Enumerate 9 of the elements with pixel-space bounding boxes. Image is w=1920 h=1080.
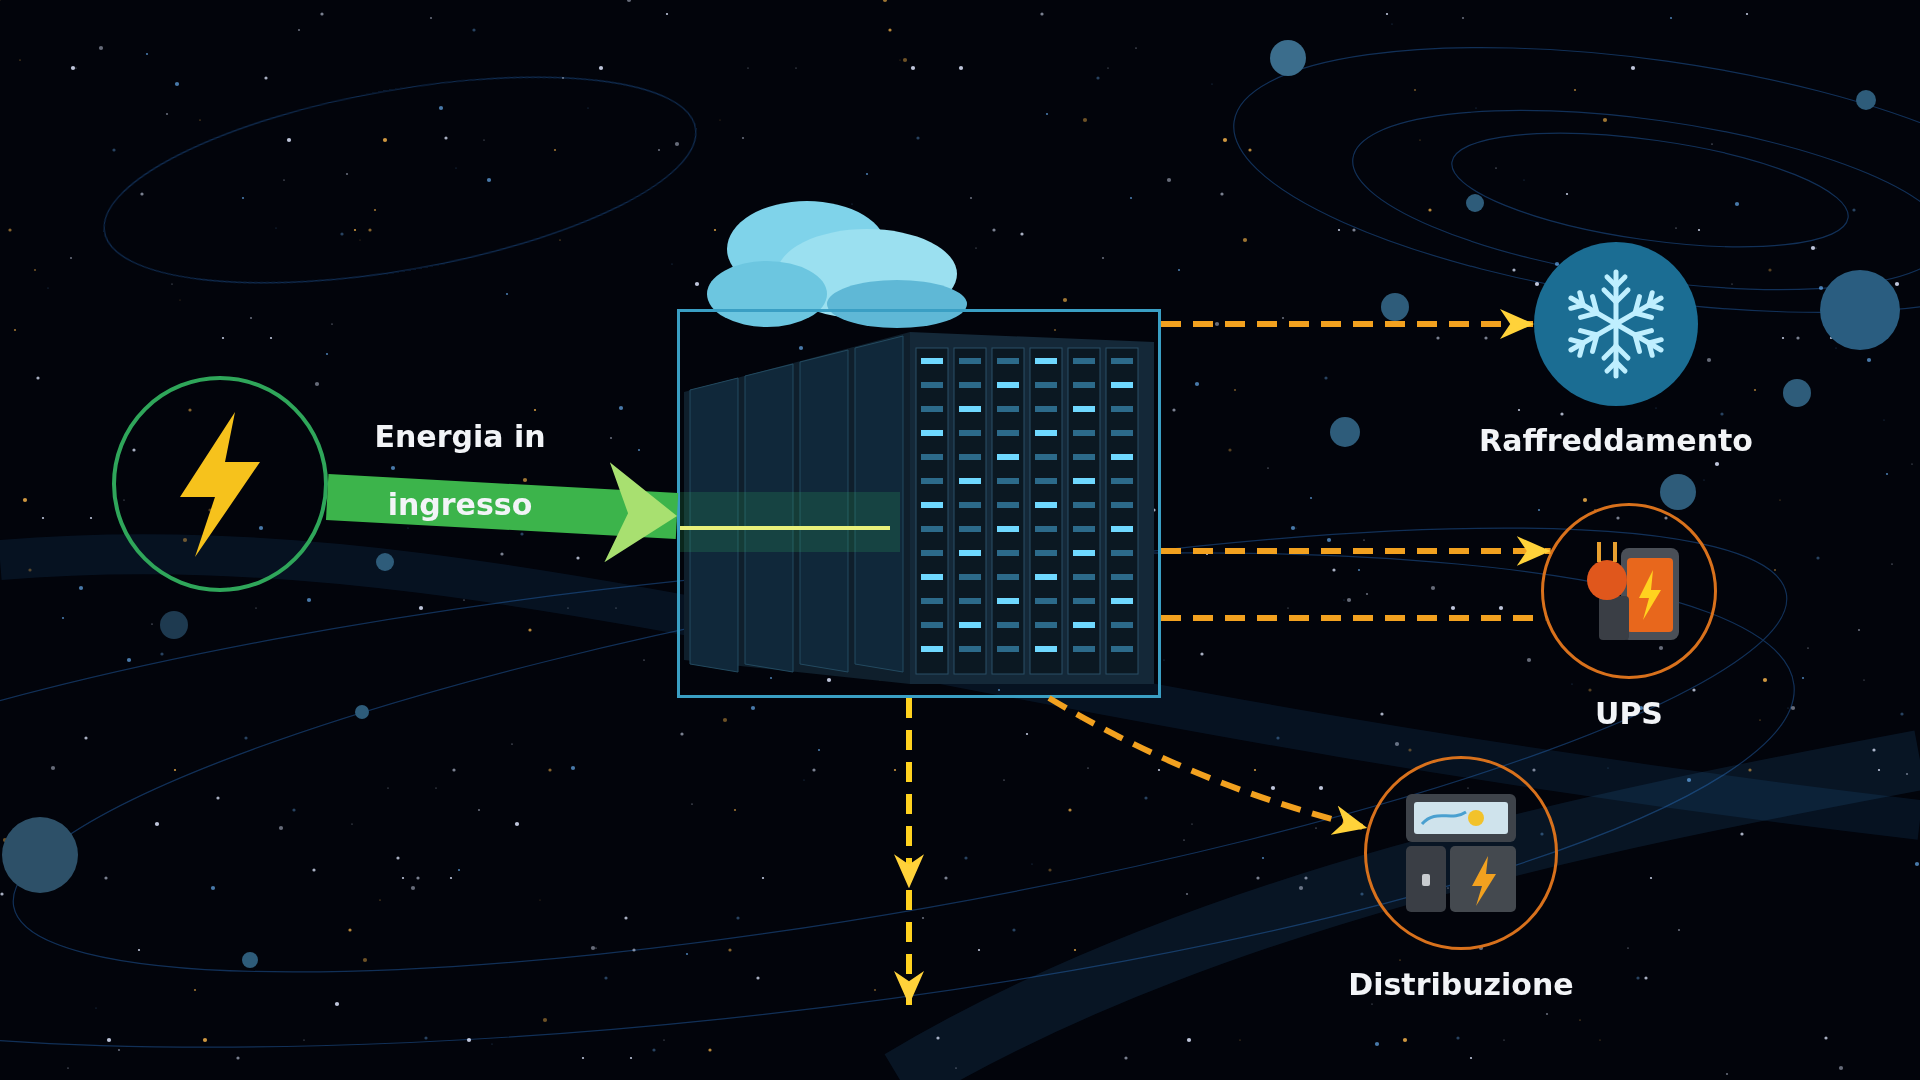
dashed-arrow bbox=[1161, 536, 1551, 566]
dashed-arrow bbox=[1047, 695, 1368, 835]
edge-label: Energia in ingresso bbox=[373, 418, 547, 524]
dashed-arrow bbox=[894, 698, 924, 1005]
node-label: Raffreddamento bbox=[1479, 422, 1753, 460]
dashed-arrow bbox=[1161, 309, 1534, 339]
node-label: UPS bbox=[1595, 695, 1663, 733]
thick-arrow bbox=[325, 462, 679, 563]
node-label: Distribuzione bbox=[1348, 966, 1574, 1004]
